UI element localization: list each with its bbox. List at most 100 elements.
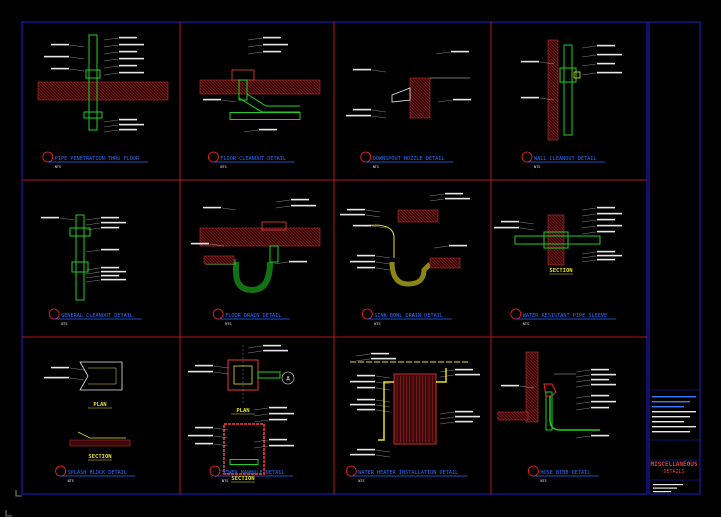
hatch-line <box>547 121 559 133</box>
leader-line <box>375 399 391 403</box>
hatch-line <box>504 411 514 421</box>
hatch-line <box>199 84 210 95</box>
hatch-line <box>525 364 539 378</box>
title-block-text-mark <box>653 484 683 486</box>
note-text-mark <box>591 383 616 386</box>
note-text-mark <box>119 57 144 60</box>
manhole-section-label: SECTION <box>231 476 254 482</box>
hatch-line <box>452 257 461 266</box>
splash-block-plan <box>79 361 123 391</box>
detail-number-bubble <box>361 308 373 320</box>
leader-line <box>575 379 591 383</box>
hatch-line <box>118 81 138 101</box>
hatch-line <box>254 79 270 95</box>
hatch-line <box>259 227 279 247</box>
note-text-mark <box>44 376 69 379</box>
hatch-line <box>244 227 264 247</box>
note-text-mark <box>269 418 287 421</box>
leader-line <box>253 413 269 417</box>
hatch-line <box>533 351 539 357</box>
panel-scale: NTS <box>68 479 74 483</box>
panel-title: PIPE PENETRATION THRU FLOOR <box>55 156 140 162</box>
panel-scale: NTS <box>55 165 61 169</box>
hatch-line <box>58 81 78 101</box>
panel-scale: NTS <box>523 322 529 326</box>
hatch-line <box>409 99 429 119</box>
note-text-mark <box>101 248 119 251</box>
note-text-mark <box>591 406 609 409</box>
hatch-line <box>151 81 169 99</box>
leader-line <box>209 243 225 247</box>
hatch-line <box>397 212 408 223</box>
detail-drawings <box>37 34 622 475</box>
hatch-line <box>215 79 231 95</box>
hatch-line <box>205 227 225 247</box>
hatch-line <box>310 227 321 238</box>
hatch-line <box>497 413 505 421</box>
hatch-line <box>103 81 123 101</box>
hatch-line <box>262 227 282 247</box>
sleeve <box>85 69 101 79</box>
detail-sink-drain <box>340 192 470 287</box>
note-text-mark <box>591 378 609 381</box>
note-text-mark <box>353 108 371 111</box>
note-text-mark <box>357 266 375 269</box>
hatch-line <box>429 258 440 269</box>
leader-line <box>69 377 85 381</box>
hatch-line <box>547 49 559 61</box>
hatch-line <box>316 227 321 232</box>
hatch-line <box>426 77 431 82</box>
hatch-line <box>37 96 42 101</box>
leader-line <box>69 56 85 60</box>
leader-line <box>103 119 119 123</box>
hatch-line <box>210 255 220 265</box>
panel-scale: NTS <box>225 322 231 326</box>
hatch-line <box>522 411 529 418</box>
tailpiece <box>363 224 395 258</box>
detail-number-bubble <box>510 308 522 320</box>
hatch-line <box>409 84 431 106</box>
hatch-line <box>231 255 235 259</box>
hatch-line <box>209 79 225 95</box>
leader-line <box>69 68 85 72</box>
detail-number-bubble <box>48 308 60 320</box>
note-text-mark <box>597 218 615 221</box>
hatch-line <box>415 209 429 223</box>
detail-number-bubble <box>209 465 221 477</box>
leader-line <box>213 365 229 369</box>
leader-line <box>439 421 455 425</box>
hatch-line <box>547 40 559 52</box>
detail-number-bubble <box>360 151 372 163</box>
detail-general-cleanout <box>41 214 126 301</box>
hatch-line <box>547 43 559 55</box>
hatch-line <box>446 257 458 269</box>
splash-plan-label: PLAN <box>93 402 106 408</box>
hatch-line <box>497 416 502 421</box>
hatch-line <box>219 255 229 265</box>
hatch-line <box>257 79 273 95</box>
leader-line <box>221 207 237 211</box>
hatch-line <box>547 136 552 141</box>
note-text-mark <box>445 192 463 195</box>
hatch-line <box>97 81 117 101</box>
hatch-line <box>296 79 312 95</box>
detail-number-bubble <box>42 151 54 163</box>
sheet-title-line1: MISCELLANEOUS <box>651 461 698 468</box>
hatch-line <box>52 81 72 101</box>
leader-line <box>581 213 597 217</box>
panel-scale: NTS <box>373 165 379 169</box>
note-text-mark <box>101 221 126 224</box>
note-text-mark <box>119 50 137 53</box>
hatch-line <box>207 255 217 265</box>
hatch-line <box>203 257 211 265</box>
hatch-line <box>547 52 559 64</box>
note-text-mark <box>591 394 609 397</box>
note-text-mark <box>455 373 480 376</box>
note-text-mark <box>101 216 119 219</box>
hatch-line <box>437 257 449 269</box>
hatch-line <box>449 257 461 269</box>
hatch-line <box>260 79 276 95</box>
hatch-line <box>547 225 565 243</box>
